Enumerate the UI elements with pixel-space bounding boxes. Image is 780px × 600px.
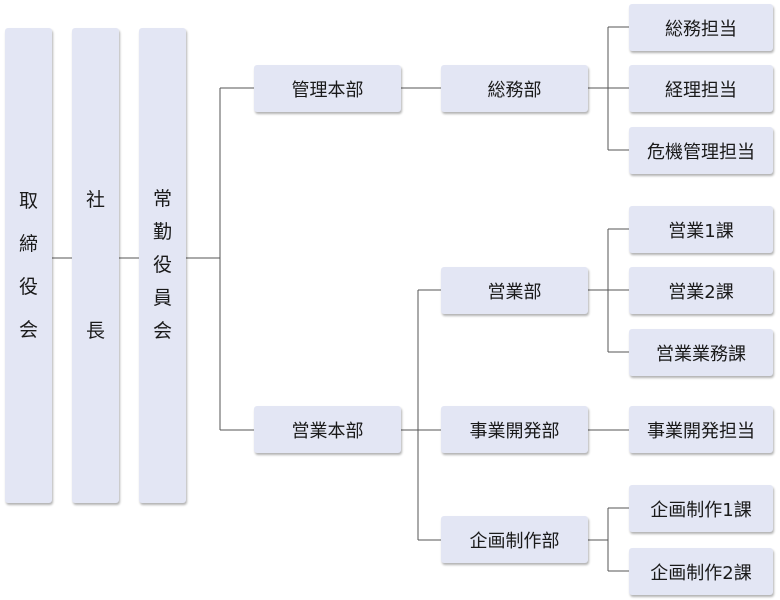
general-affairs-dept-label: 総務部 <box>487 79 542 101</box>
sales1-box: 営業1課 <box>629 206 773 253</box>
bizdev-staff-box: 事業開発担当 <box>629 406 773 453</box>
ga-staff-label: 総務担当 <box>665 18 737 40</box>
sales-dept-box: 営業部 <box>441 267 588 314</box>
sales2-box: 営業2課 <box>629 267 773 314</box>
board-char: 締 <box>18 232 38 255</box>
admin-hq-box: 管理本部 <box>254 65 401 112</box>
sales-ops-label: 営業業務課 <box>656 343 746 365</box>
board-char: 会 <box>18 318 38 341</box>
plan2-box: 企画制作2課 <box>629 548 773 595</box>
committee-char: 役 <box>152 254 172 276</box>
committee-char: 勤 <box>152 221 172 243</box>
executive-committee-box: 常 勤 役 員 会 <box>139 28 186 503</box>
planning-dept-box: 企画制作部 <box>441 516 588 563</box>
planning-dept-label: 企画制作部 <box>469 530 560 552</box>
board-of-directors-box: 取 締 役 会 <box>5 28 52 503</box>
president-char: 長 <box>85 319 105 342</box>
business-dev-dept-label: 事業開発部 <box>469 420 560 442</box>
accounting-label: 経理担当 <box>665 79 737 101</box>
president-box: 社 長 <box>72 28 119 503</box>
general-affairs-dept-box: 総務部 <box>441 65 588 112</box>
admin-hq-label: 管理本部 <box>291 79 364 101</box>
committee-char: 員 <box>152 287 172 309</box>
sales-hq-label: 営業本部 <box>291 420 364 442</box>
plan1-box: 企画制作1課 <box>629 485 773 532</box>
plan1-label: 企画制作1課 <box>650 499 752 521</box>
ga-staff-box: 総務担当 <box>629 4 773 51</box>
business-dev-dept-box: 事業開発部 <box>441 406 588 453</box>
bizdev-staff-label: 事業開発担当 <box>647 420 755 442</box>
sales-ops-box: 営業業務課 <box>629 329 773 376</box>
committee-char: 会 <box>152 320 172 342</box>
board-char: 取 <box>18 189 38 212</box>
sales-hq-box: 営業本部 <box>254 406 401 453</box>
president-char: 社 <box>85 188 105 211</box>
sales-dept-label: 営業部 <box>487 281 542 303</box>
accounting-box: 経理担当 <box>629 65 773 112</box>
plan2-label: 企画制作2課 <box>650 562 752 584</box>
sales2-label: 営業2課 <box>668 281 734 303</box>
risk-mgmt-box: 危機管理担当 <box>629 127 773 174</box>
committee-char: 常 <box>152 188 172 210</box>
board-char: 役 <box>18 275 38 298</box>
sales1-label: 営業1課 <box>668 220 734 242</box>
risk-mgmt-label: 危機管理担当 <box>647 141 755 163</box>
